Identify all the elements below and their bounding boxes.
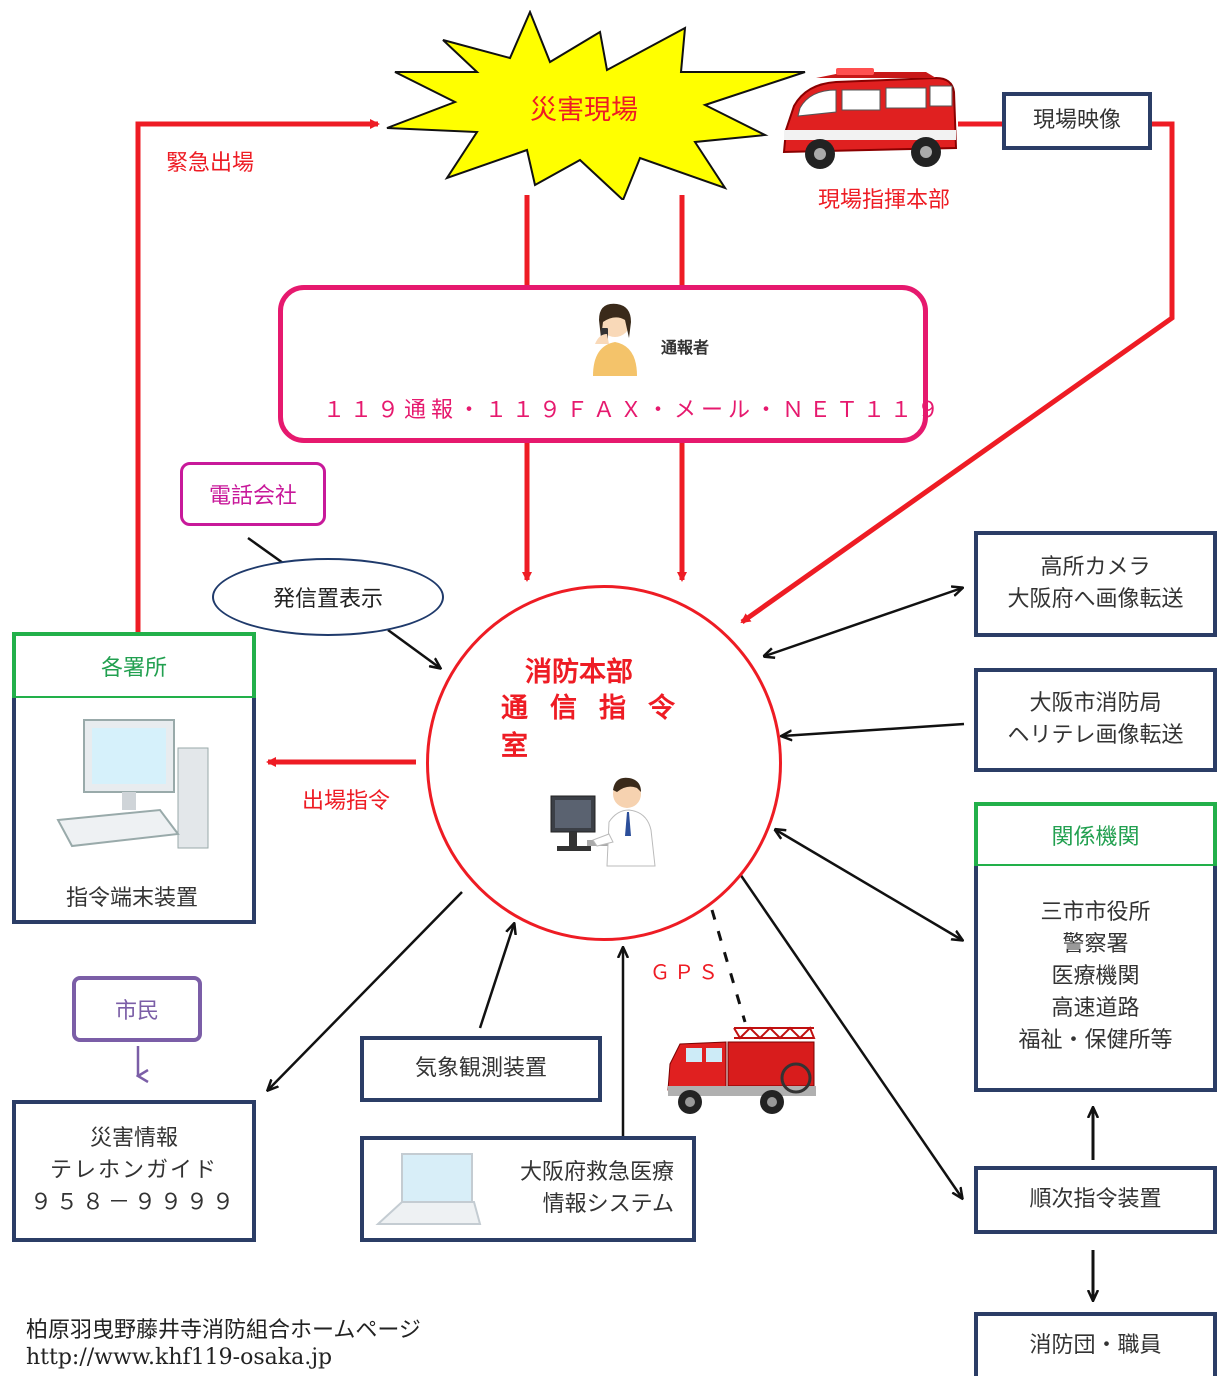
sequential-label: 順次指令装置 [1029,1187,1162,1212]
camera-box: 高所カメラ 大阪府へ画像転送 [974,531,1217,637]
stations-box: 指令端末装置 [12,698,256,924]
footer-org: 柏原羽曳野藤井寺消防組合ホームページ [26,1318,421,1343]
hq-circle: 消防本部 通信指令 室 [426,585,782,941]
firefighters-box: 消防団・職員 [974,1312,1217,1376]
heli-to-hq-arrow [782,722,965,736]
agencies-header: 関係機関 [974,802,1217,868]
disaster-scene: 災害現場 [385,10,810,200]
agencies-header-label: 関係機関 [1051,825,1140,850]
scene-video-label: 現場映像 [1032,108,1121,133]
agencies-hq-arrow [776,830,962,940]
desktop-computer-icon [56,719,209,849]
hq-line1: 消防本部 [525,657,633,688]
agency-item: 福祉・保健所等 [1018,1028,1173,1053]
emergency-dispatch-label: 緊急出場 [166,151,255,176]
weather-to-hq-arrow [478,924,514,1029]
laptop-icon [375,1153,482,1225]
gps-label: ＧＰＳ [650,960,722,984]
scene-video-to-hq-arrow [740,121,1175,625]
command-vehicle [776,68,960,176]
guide-line1: 災害情報 [89,1126,178,1151]
firefighters-label: 消防団・職員 [1029,1333,1162,1358]
hq-to-sequential-arrow [738,873,962,1198]
telephone-guide-box: 災害情報 テレホンガイド ９５８－９９９９ [12,1100,256,1242]
medical-line2: 情報システム [542,1192,674,1217]
guide-line3: ９５８－９９９９ [29,1190,238,1215]
hq-line2: 通信指令 [501,693,697,724]
reporter-label: 通報者 [661,338,710,357]
caller-id-ellipse: 発信置表示 [212,558,444,636]
guide-line2: テレホンガイド [49,1158,218,1183]
heli-line1: 大阪市消防局 [1029,691,1162,716]
weather-label: 気象観測装置 [414,1056,547,1081]
agency-item: 医療機関 [1051,964,1140,989]
command-vehicle-label: 現場指揮本部 [818,188,951,213]
gps-dotted-line [710,909,747,1023]
stations-header: 各署所 [12,632,256,700]
caller-person-icon [593,303,637,376]
heli-box: 大阪市消防局 ヘリテレ画像転送 [974,668,1217,772]
heli-line2: ヘリテレ画像転送 [1007,723,1184,748]
phone-company-box: 電話会社 [180,462,326,526]
hq-to-telephone-guide-arrow [268,891,463,1090]
citizen-box: 市民 [72,976,202,1042]
scene-video-box: 現場映像 [1002,92,1152,150]
burst-shape [386,10,806,200]
fire-engine-icon [667,1026,816,1114]
camera-line2: 大阪府へ画像転送 [1007,587,1184,612]
agency-item: 三市市役所 [1040,900,1151,925]
caller-id-to-hq-arrow [387,628,440,668]
agency-item: 警察署 [1062,932,1129,957]
camera-line1: 高所カメラ [1040,555,1151,580]
agency-item: 高速道路 [1051,996,1140,1021]
medical-line1: 大阪府救急医療 [519,1160,674,1185]
emergency-dispatch-line [135,119,380,632]
camera-hq-arrow [765,588,962,656]
command-vehicle-icon [782,68,958,169]
footer-url[interactable]: http://www.khf119-osaka.jp [26,1345,333,1370]
report-channels-label: １１９通報・１１９ＦＡＸ・メール・ＮＥＴ１１９ [323,398,945,423]
stations-header-label: 各署所 [100,656,167,681]
dispatch-order-label: 出場指令 [302,789,391,814]
phone-company-label: 電話会社 [208,484,297,509]
citizen-label: 市民 [114,999,159,1024]
medical-box: 大阪府救急医療 情報システム [360,1136,696,1242]
terminal-label: 指令端末装置 [66,886,199,911]
report-box: 通報者 １１９通報・１１９ＦＡＸ・メール・ＮＥＴ１１９ [278,285,939,443]
hq-line3: 室 [501,731,528,762]
sequential-box: 順次指令装置 [974,1166,1217,1234]
weather-box: 気象観測装置 [360,1036,602,1102]
caller-id-label: 発信置表示 [272,587,383,612]
agencies-box: 三市市役所 警察署 医療機関 高速道路 福祉・保健所等 [974,866,1217,1092]
disaster-scene-label: 災害現場 [530,95,638,126]
operator-at-computer-icon [550,777,656,867]
